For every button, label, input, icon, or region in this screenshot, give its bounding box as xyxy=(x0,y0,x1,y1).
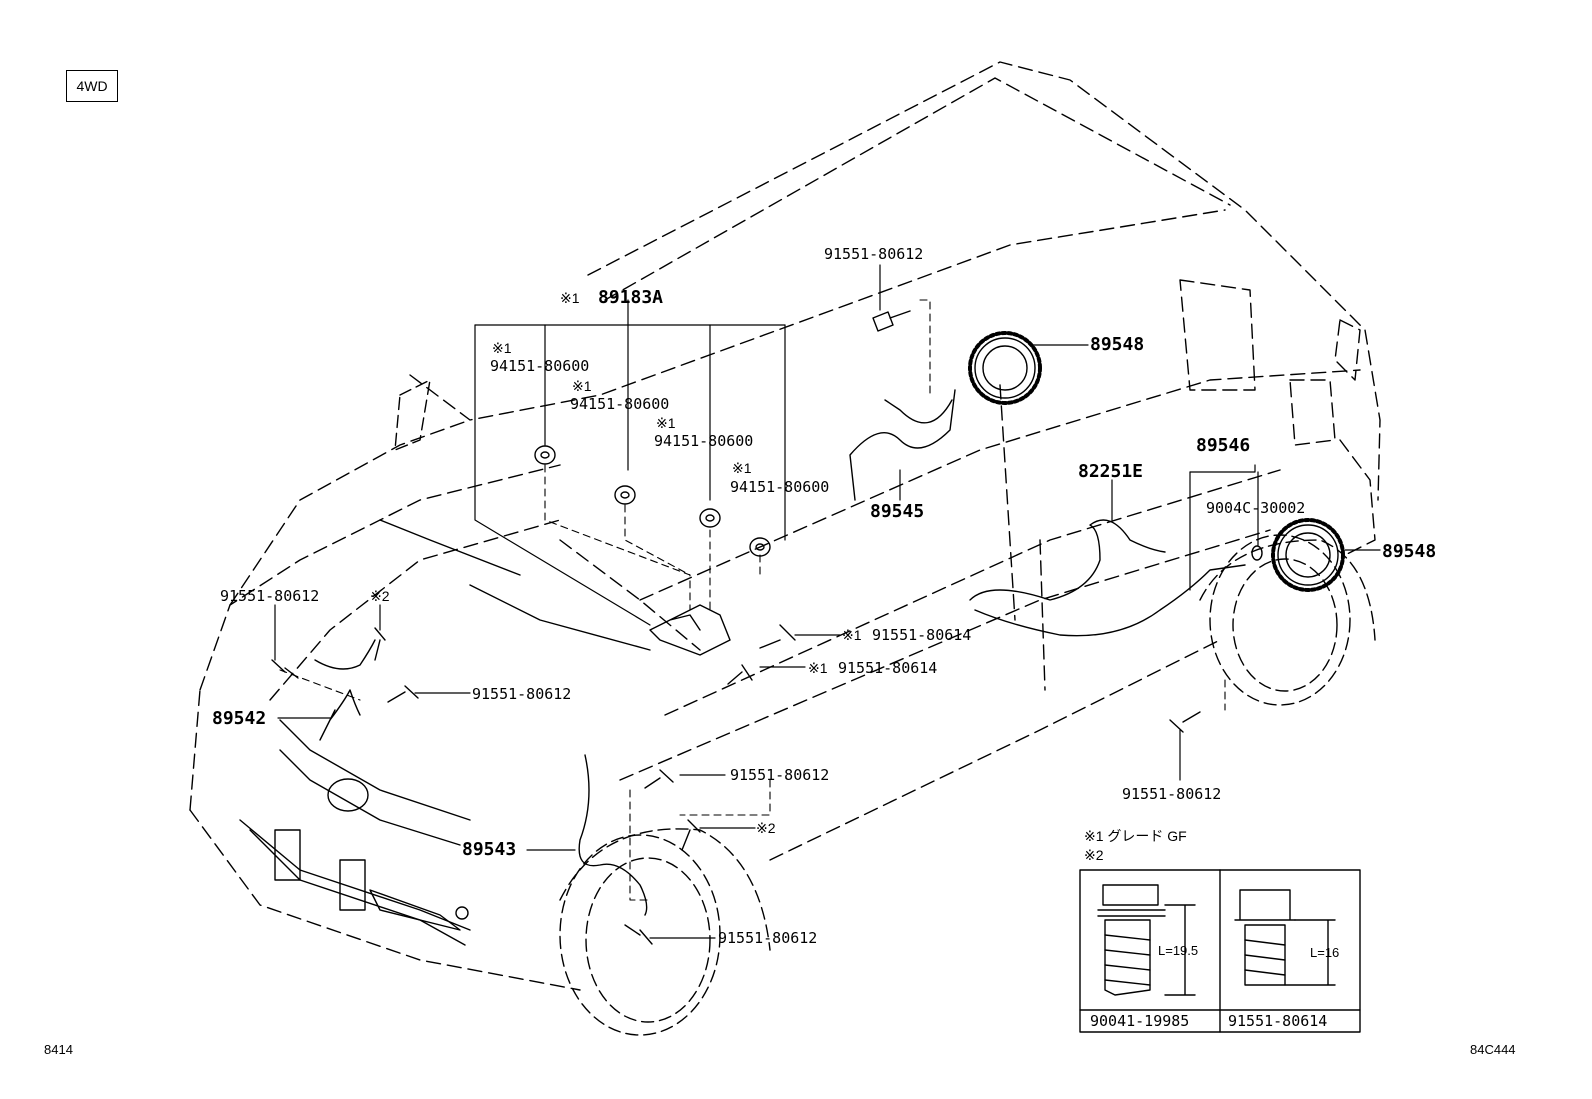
legend-part-right[interactable]: 91551-80614 xyxy=(1228,1012,1328,1030)
mark-2-left: ※2 xyxy=(370,588,390,604)
washer-9004C xyxy=(1251,545,1263,561)
callout-bolt-rear-low[interactable]: 91551-80612 xyxy=(1122,785,1222,803)
legend-note-2: ※2 xyxy=(1084,847,1104,863)
page-code-right: 84C444 xyxy=(1470,1042,1516,1057)
callout-89548-top[interactable]: 89548 xyxy=(1090,334,1145,355)
callout-bolt-mid-left[interactable]: 91551-80612 xyxy=(472,685,572,703)
mark-nut-2: ※1 xyxy=(572,378,592,394)
callout-89183A[interactable]: 89183A xyxy=(598,287,664,308)
sensor-rotors xyxy=(968,331,1345,592)
legend-note-1: ※1 グレード GF xyxy=(1084,828,1187,844)
callout-nut-3[interactable]: 94151-80600 xyxy=(654,432,754,450)
legend-box xyxy=(1079,869,1361,1033)
callout-bolt-614-b[interactable]: 91551-80614 xyxy=(838,659,938,677)
mark-2-front: ※2 xyxy=(756,820,776,836)
callout-82251E[interactable]: 82251E xyxy=(1078,461,1144,482)
legend-dim-right: L=16 xyxy=(1310,945,1340,960)
wheel-arches xyxy=(394,379,1376,1036)
mark-nut-4: ※1 xyxy=(732,460,752,476)
mark-nut-1: ※1 xyxy=(492,340,512,356)
flange-nuts xyxy=(534,445,771,557)
callout-89548-right[interactable]: 89548 xyxy=(1382,541,1437,562)
callout-bolt-top[interactable]: 91551-80612 xyxy=(824,245,924,263)
harness-82251E-wire xyxy=(969,519,1246,637)
callout-89546[interactable]: 89546 xyxy=(1196,435,1251,456)
mark-bolt-614-b: ※1 xyxy=(808,660,828,676)
callout-89545[interactable]: 89545 xyxy=(870,501,925,522)
legend-dim-left: L=19.5 xyxy=(1158,943,1199,958)
leader-lines xyxy=(274,264,1381,939)
callout-9004C-30002[interactable]: 9004C-30002 xyxy=(1206,499,1306,517)
sensor-89545-wire xyxy=(849,389,956,501)
sensor-89543-wire xyxy=(578,754,648,916)
mark-nut-3: ※1 xyxy=(656,415,676,431)
drive-type-tag: 4WD xyxy=(66,70,118,102)
callout-89542[interactable]: 89542 xyxy=(212,708,267,729)
page-code-left: 8414 xyxy=(44,1042,73,1057)
callout-nut-2[interactable]: 94151-80600 xyxy=(570,395,670,413)
install-paths xyxy=(279,299,1226,901)
vehicle-body-outline xyxy=(189,61,1381,991)
bolts xyxy=(271,310,1201,945)
callout-bolt-614-a[interactable]: 91551-80614 xyxy=(872,626,972,644)
sensor-89542-wire xyxy=(314,639,376,741)
callout-bolt-left[interactable]: 91551-80612 xyxy=(220,587,320,605)
callout-89543[interactable]: 89543 xyxy=(462,839,517,860)
callout-bolt-front-low[interactable]: 91551-80612 xyxy=(718,929,818,947)
callout-bolt-front-mid[interactable]: 91551-80612 xyxy=(730,766,830,784)
callout-nut-4[interactable]: 94151-80600 xyxy=(730,478,830,496)
front-details xyxy=(239,519,651,946)
bracket-89183A xyxy=(649,604,731,656)
mark-bolt-614-a: ※1 xyxy=(842,627,862,643)
legend-part-left[interactable]: 90041-19985 xyxy=(1090,1012,1190,1030)
callout-nut-1[interactable]: 94151-80600 xyxy=(490,357,590,375)
mark-89183A: ※1 xyxy=(560,290,580,306)
